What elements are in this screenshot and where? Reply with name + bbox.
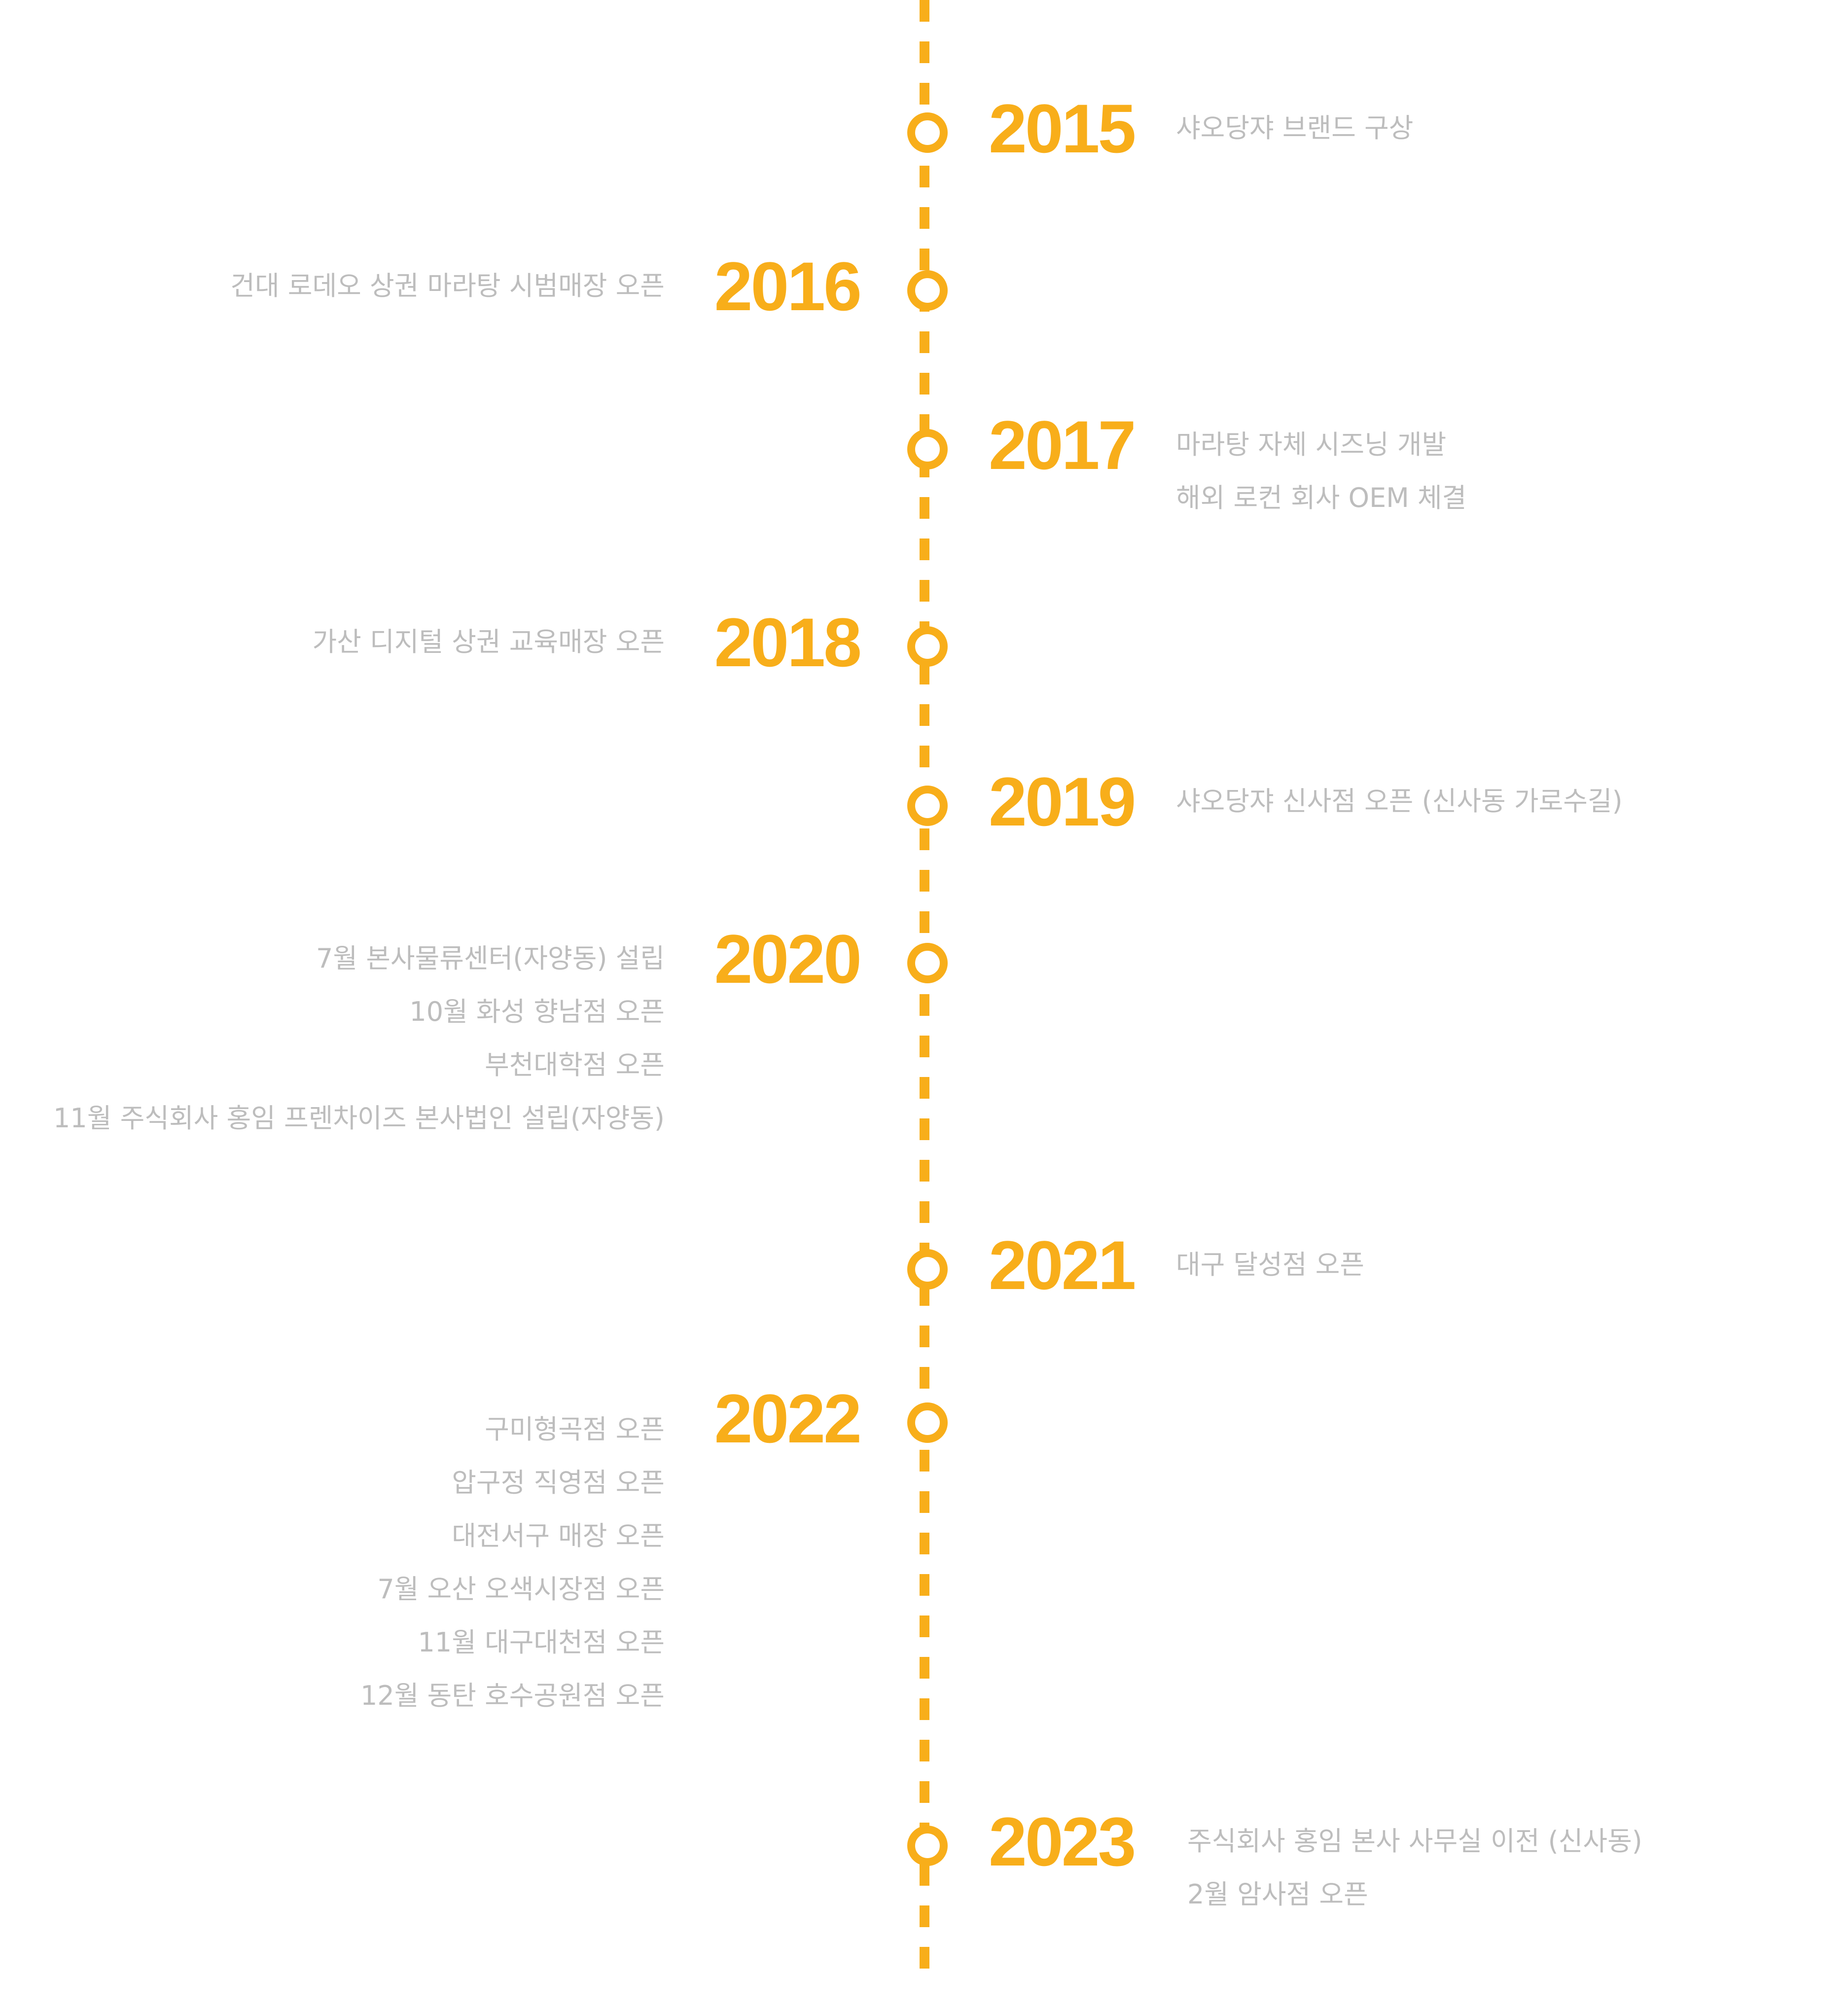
event-item: 해외 로컨 회사 OEM 체결: [1176, 482, 1467, 513]
events-2021: 대구 달성점 오픈: [1176, 1238, 1364, 1292]
event-item: 압구정 직영점 오픈: [452, 1467, 665, 1498]
events-2019: 샤오당쟈 신사점 오픈 (신사동 가로수길): [1176, 775, 1623, 828]
year-label-2017: 2017: [989, 406, 1136, 484]
event-item: 7월 오산 오색시장점 오픈: [377, 1574, 665, 1605]
event-item: 부천대학점 오픈: [485, 1049, 665, 1080]
event-item: 7월 본사물류센터(자양동) 설립: [316, 943, 665, 974]
event-item: 2월 암사점 오픈: [1187, 1879, 1368, 1910]
year-label-2015: 2015: [989, 90, 1136, 167]
events-2023: 주식회사 홍임 본사 사무실 이전 (신사동) 2월 암사점 오픈: [1187, 1815, 1642, 1921]
year-label-2020: 2020: [714, 920, 862, 998]
year-label-2016: 2016: [714, 248, 862, 325]
timeline-dot-2020: [907, 943, 948, 983]
year-label-2022: 2022: [714, 1380, 862, 1457]
event-item: 샤오당쟈 브랜드 구상: [1176, 112, 1414, 144]
timeline-dot-2022: [907, 1402, 948, 1443]
event-item: 건대 로데오 상권 마라탕 시범매장 오픈: [230, 270, 665, 301]
timeline-axis: [920, 0, 929, 1987]
event-item: 11월 대구대천점 오픈: [418, 1627, 665, 1658]
timeline-dot-2021: [907, 1249, 948, 1290]
events-2017: 마라탕 자체 시즈닝 개발 해외 로컨 회사 OEM 체결: [1176, 418, 1466, 525]
events-2016: 건대 로데오 상권 마라탕 시범매장 오픈: [230, 259, 665, 313]
timeline-dot-2018: [907, 626, 948, 667]
timeline-dot-2019: [907, 786, 948, 826]
timeline-dot-2016: [907, 270, 948, 311]
timeline-dot-2017: [907, 429, 948, 469]
events-2022: 구미형곡점 오픈 압구정 직영점 오픈 대전서구 매장 오픈 7월 오산 오색시…: [360, 1403, 665, 1723]
events-2018: 가산 디지털 상권 교육매장 오픈: [313, 615, 665, 669]
year-label-2019: 2019: [989, 763, 1136, 840]
year-label-2021: 2021: [989, 1226, 1136, 1304]
events-2015: 샤오당쟈 브랜드 구상: [1176, 102, 1413, 155]
event-item: 가산 디지털 상권 교육매장 오픈: [312, 626, 665, 657]
event-item: 12월 동탄 호수공원점 오픈: [360, 1680, 665, 1711]
event-item: 10월 화성 향남점 오픈: [409, 996, 665, 1027]
year-label-2018: 2018: [714, 604, 862, 681]
event-item: 대전서구 매장 오픈: [452, 1520, 665, 1551]
event-item: 대구 달성점 오픈: [1176, 1249, 1365, 1280]
year-label-2023: 2023: [989, 1803, 1136, 1880]
timeline-dot-2015: [907, 112, 948, 153]
events-2020: 7월 본사물류센터(자양동) 설립 10월 화성 향남점 오픈 부천대학점 오픈…: [53, 932, 665, 1145]
event-item: 11월 주식회사 홍임 프렌차이즈 본사법인 설립(자양동): [53, 1103, 665, 1134]
event-item: 마라탕 자체 시즈닝 개발: [1176, 429, 1447, 460]
event-item: 주식회사 홍임 본사 사무실 이전 (신사동): [1187, 1826, 1642, 1857]
event-item: 샤오당쟈 신사점 오픈 (신사동 가로수길): [1176, 786, 1623, 817]
event-item: 구미형곡점 오픈: [485, 1414, 665, 1445]
timeline-dot-2023: [907, 1826, 948, 1866]
